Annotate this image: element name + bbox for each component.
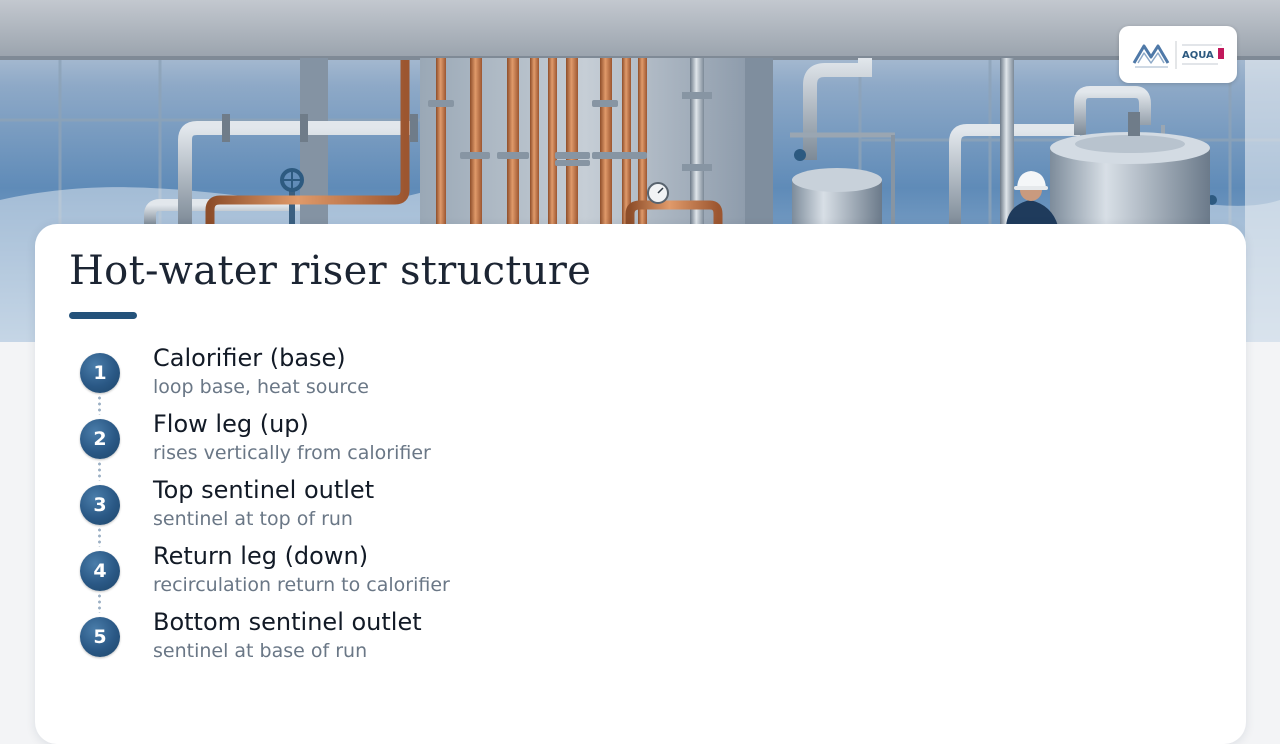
step-connector bbox=[98, 395, 101, 415]
company-logo: AQUA bbox=[1132, 40, 1224, 69]
step-number-badge: 3 bbox=[80, 485, 120, 525]
step-title: Flow leg (up) bbox=[153, 410, 309, 438]
step-title: Return leg (down) bbox=[153, 542, 369, 570]
company-logo-badge: AQUA bbox=[1119, 26, 1237, 83]
step-subtitle: recirculation return to calorifier bbox=[153, 574, 450, 596]
step-title: Top sentinel outlet bbox=[153, 476, 375, 504]
step-item-1: 1 Calorifier (base) loop base, heat sour… bbox=[80, 344, 640, 415]
step-number-badge: 5 bbox=[80, 617, 120, 657]
step-subtitle: rises vertically from calorifier bbox=[153, 442, 431, 464]
step-connector bbox=[98, 593, 101, 613]
step-number-badge: 2 bbox=[80, 419, 120, 459]
step-title: Calorifier (base) bbox=[153, 344, 346, 372]
step-item-4: 4 Return leg (down) recirculation return… bbox=[80, 542, 640, 613]
step-subtitle: sentinel at top of run bbox=[153, 508, 353, 530]
step-item-2: 2 Flow leg (up) rises vertically from ca… bbox=[80, 410, 640, 481]
step-title: Bottom sentinel outlet bbox=[153, 608, 422, 636]
step-item-5: 5 Bottom sentinel outlet sentinel at bas… bbox=[80, 608, 640, 677]
step-connector bbox=[98, 527, 101, 547]
step-connector bbox=[98, 461, 101, 481]
step-subtitle: sentinel at base of run bbox=[153, 640, 368, 662]
content-card bbox=[35, 224, 1246, 744]
title-underline bbox=[69, 312, 137, 319]
slide-title: Hot-water riser structure bbox=[69, 248, 592, 294]
step-number-badge: 4 bbox=[80, 551, 120, 591]
step-subtitle: loop base, heat source bbox=[153, 376, 369, 398]
step-item-3: 3 Top sentinel outlet sentinel at top of… bbox=[80, 476, 640, 547]
step-number-badge: 1 bbox=[80, 353, 120, 393]
logo-text: AQUA bbox=[1182, 50, 1214, 61]
